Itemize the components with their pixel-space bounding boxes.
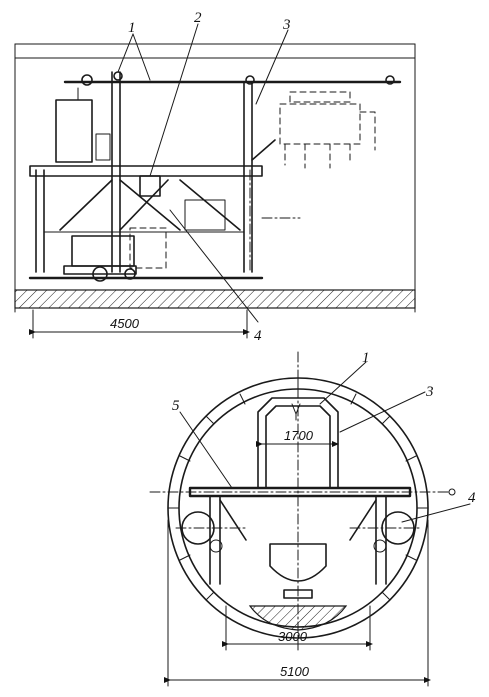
- bucket-base: [283, 589, 313, 599]
- leader-4: [401, 503, 471, 523]
- left-brace: [219, 499, 247, 541]
- hopper: [139, 175, 161, 197]
- leader-2: [149, 23, 199, 177]
- callout-1: 1: [362, 350, 370, 366]
- bucket: [269, 543, 327, 582]
- cross-section-view: 1700 3000 5100: [149, 350, 476, 687]
- dimension-1700: 1700: [284, 428, 314, 443]
- leader-1: [117, 33, 134, 73]
- drive-unit: [184, 199, 226, 231]
- ghost-plate: [289, 91, 351, 103]
- dimension-3000: 3000: [278, 629, 308, 644]
- rail-wheel: [113, 71, 123, 81]
- leader-3: [255, 29, 289, 105]
- rail-wheel: [81, 74, 93, 86]
- wheel: [92, 266, 108, 282]
- control-cabinet: [55, 99, 93, 163]
- ghost-bucket: [279, 103, 361, 145]
- callout-4: 4: [468, 490, 476, 506]
- axis-marker: [448, 488, 456, 496]
- undercarriage: [63, 265, 137, 275]
- leader-3: [339, 391, 426, 433]
- brace: [59, 179, 113, 231]
- left-leg: [209, 495, 221, 585]
- rail-wheel: [245, 75, 255, 85]
- right-brace: [349, 499, 377, 541]
- ghost-teeth: [284, 111, 376, 169]
- callout-2: 2: [194, 10, 202, 26]
- right-roller: [373, 539, 387, 553]
- callout-3: 3: [425, 384, 434, 400]
- dashed-bin: [129, 227, 167, 269]
- control-box: [95, 133, 111, 161]
- machine-body: [71, 235, 135, 267]
- invert-slab: [248, 605, 348, 631]
- callout-3: 3: [282, 17, 291, 33]
- dimension-4500: 4500: [110, 316, 140, 331]
- brace: [179, 179, 241, 231]
- brace: [119, 179, 181, 231]
- boom-arm: [251, 139, 276, 161]
- callout-1: 1: [128, 20, 136, 36]
- floor-slab: [14, 289, 416, 309]
- leader-5: [179, 411, 233, 489]
- rail-wheel: [385, 75, 395, 85]
- callout-4: 4: [254, 328, 262, 344]
- platform-beam: [29, 165, 263, 177]
- side-elevation-view: 4500 1 2 3 4: [14, 10, 416, 344]
- left-roller: [209, 539, 223, 553]
- leader-1: [132, 33, 151, 81]
- dimension-5100: 5100: [280, 664, 310, 679]
- leader-1: [319, 361, 367, 405]
- callout-5: 5: [172, 398, 180, 414]
- right-leg: [375, 495, 387, 585]
- leader-4: [169, 209, 259, 323]
- hook-symbol: [291, 403, 301, 421]
